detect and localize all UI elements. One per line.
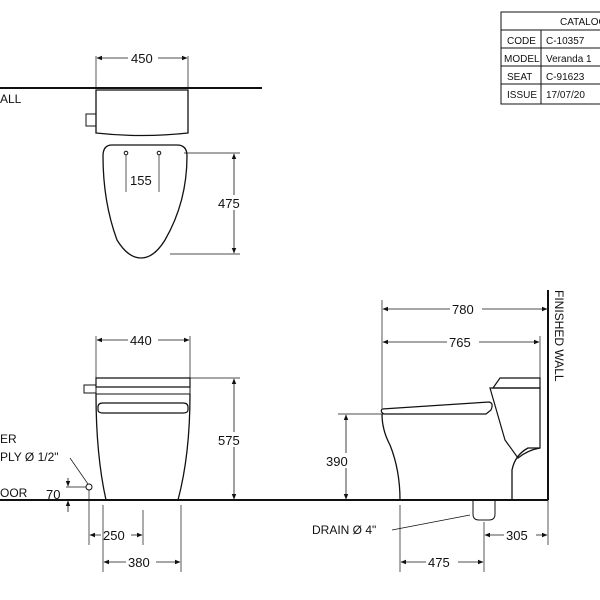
catalog-key-code: CODE	[507, 36, 536, 47]
dim-drain-to-front: 475	[428, 555, 450, 570]
top-view: ALL 450 155 475	[0, 50, 262, 259]
dim-side-seat-depth: 765	[449, 335, 471, 350]
dim-front-width: 440	[130, 333, 152, 348]
tank-outline	[95, 89, 189, 137]
catalog-title: CATALOG	[560, 17, 600, 28]
bowl-outline	[102, 144, 188, 259]
dim-seat-depth: 475	[218, 196, 240, 211]
water-supply-pipe	[85, 483, 93, 491]
side-view: FINISHED WALL DRAIN Ø 4" 780 765 390 305	[312, 290, 566, 572]
front-seat	[97, 402, 189, 414]
catalog-table: CATALOG CODE C-10357 MODEL Veranda 1 SEA…	[500, 11, 600, 105]
seat-hole-right	[156, 150, 162, 156]
catalog-value-issue: 17/07/20	[546, 90, 585, 101]
dim-hole-spacing: 155	[130, 173, 152, 188]
drain-label: DRAIN Ø 4"	[312, 523, 376, 537]
dim-supply-offset: 250	[103, 528, 125, 543]
catalog-key-model: MODEL	[504, 54, 540, 65]
wall-label: ALL	[0, 92, 22, 106]
dim-supply-height: 70	[46, 487, 60, 502]
dim-top-width: 450	[131, 51, 153, 66]
flush-lever	[85, 113, 97, 127]
dim-seat-height: 390	[326, 454, 348, 469]
front-tank-lid	[95, 377, 191, 388]
catalog-value-model: Veranda 1	[546, 54, 592, 65]
side-bowl-body	[381, 413, 540, 501]
front-tank	[95, 386, 191, 395]
front-flush-lever	[83, 384, 97, 394]
water-supply-label-2: PLY Ø 1/2"	[0, 450, 59, 464]
side-tank-lid	[491, 377, 541, 389]
drain-pipe	[472, 500, 496, 521]
side-seat	[380, 401, 493, 415]
catalog-value-seat: C-91623	[546, 72, 585, 83]
dim-rough-in: 305	[506, 528, 528, 543]
dim-base-width: 380	[128, 555, 150, 570]
water-supply-label-1: ER	[0, 432, 17, 446]
finished-wall-label: FINISHED WALL	[552, 290, 566, 382]
catalog-key-seat: SEAT	[507, 72, 532, 83]
front-bowl-body	[95, 393, 191, 501]
dim-side-total-depth: 780	[452, 302, 474, 317]
catalog-value-code: C-10357	[546, 36, 585, 47]
floor-label: OOR	[0, 486, 28, 500]
front-view: ER PLY Ø 1/2" OOR 440 575 70 250 380	[0, 332, 248, 572]
dim-front-height: 575	[218, 433, 240, 448]
seat-hole-left	[123, 150, 129, 156]
catalog-key-issue: ISSUE	[507, 90, 537, 101]
